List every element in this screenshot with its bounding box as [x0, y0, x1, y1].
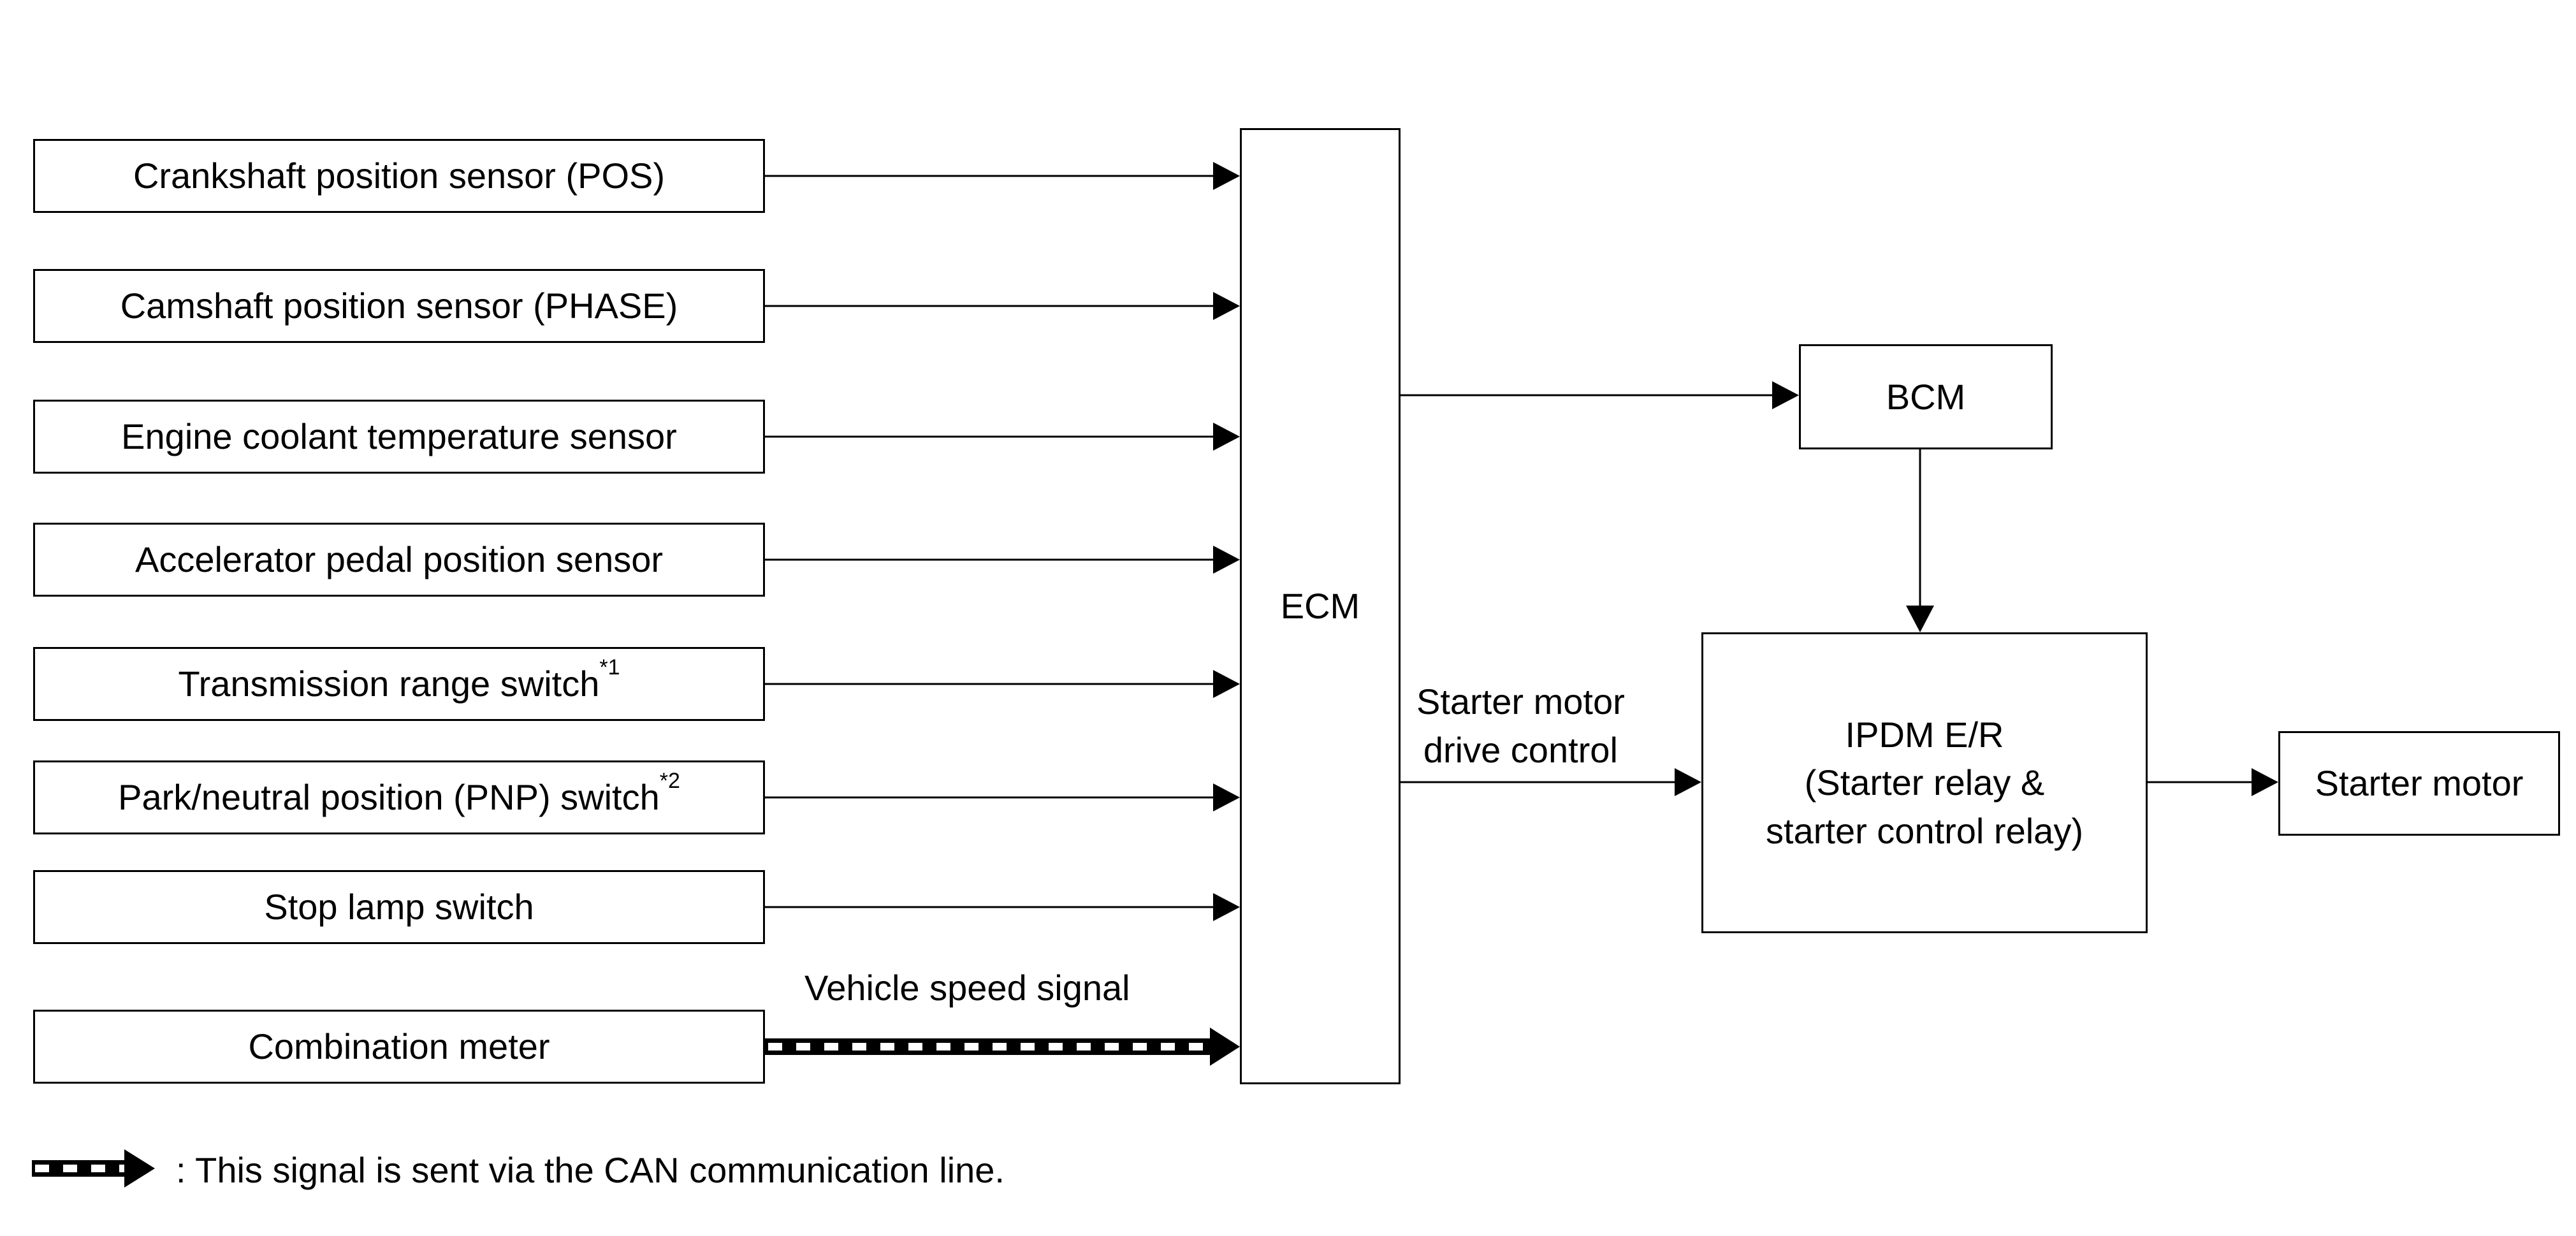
camshaft-position-sensor-label: Camshaft position sensor (PHASE) — [120, 286, 678, 326]
vehicle-speed-signal-label: Vehicle speed signal — [804, 968, 1130, 1008]
ipdm-er-line3: starter control relay) — [1766, 810, 2083, 851]
starter-drive-control-line2: drive control — [1423, 729, 1618, 770]
engine-coolant-temperature-sensor-label: Engine coolant temperature sensor — [121, 416, 677, 457]
input-arrowheads — [1213, 162, 1240, 921]
legend-can-symbol — [32, 1149, 155, 1188]
transmission-range-switch-box: Transmission range switch*1 — [33, 647, 765, 721]
wire-ecm-to-bcm — [1401, 381, 1799, 409]
arrow-accelerator — [1213, 546, 1240, 574]
footnote-2-marker: *2 — [659, 769, 680, 794]
ipdm-er-box: IPDM E/R (Starter relay & starter contro… — [1701, 632, 2148, 933]
ipdm-er-line2: (Starter relay & — [1804, 762, 2045, 803]
stop-lamp-switch-label: Stop lamp switch — [264, 887, 534, 927]
ipdm-er-title: IPDM E/R — [1845, 714, 2004, 755]
pnp-switch-box: Park/neutral position (PNP) switch*2 — [33, 760, 765, 834]
ecm-box: ECM — [1240, 128, 1401, 1084]
arrow-crankshaft — [1213, 162, 1240, 190]
crankshaft-position-sensor-box: Crankshaft position sensor (POS) — [33, 139, 765, 213]
engine-coolant-temperature-sensor-box: Engine coolant temperature sensor — [33, 400, 765, 474]
starter-motor-label: Starter motor — [2315, 763, 2524, 804]
crankshaft-position-sensor-label: Crankshaft position sensor (POS) — [133, 156, 666, 196]
accelerator-pedal-position-sensor-box: Accelerator pedal position sensor — [33, 523, 765, 597]
wire-ipdm-to-starter — [2148, 768, 2278, 796]
arrow-pnp — [1213, 783, 1240, 811]
combination-meter-box: Combination meter — [33, 1010, 765, 1084]
pnp-switch-label: Park/neutral position (PNP) switch*2 — [118, 769, 680, 818]
wire-ecm-to-ipdm — [1401, 768, 1701, 796]
bcm-label: BCM — [1886, 376, 1966, 417]
input-wires — [765, 175, 1214, 908]
combination-meter-label: Combination meter — [248, 1026, 550, 1067]
legend-text: : This signal is sent via the CAN commun… — [176, 1150, 1005, 1190]
starter-motor-box: Starter motor — [2278, 731, 2560, 836]
stop-lamp-switch-box: Stop lamp switch — [33, 870, 765, 944]
footnote-1-marker: *1 — [599, 655, 620, 680]
wire-bcm-to-ipdm — [1906, 449, 1934, 632]
can-line-vehicle-speed — [765, 1028, 1240, 1066]
accelerator-pedal-position-sensor-label: Accelerator pedal position sensor — [135, 539, 664, 580]
ecm-label: ECM — [1280, 586, 1360, 627]
arrow-stop-lamp — [1213, 893, 1240, 921]
starter-drive-control-line1: Starter motor — [1416, 681, 1625, 722]
bcm-box: BCM — [1799, 344, 2053, 449]
starter-drive-control-label: Starter motor drive control — [1416, 678, 1625, 774]
camshaft-position-sensor-box: Camshaft position sensor (PHASE) — [33, 269, 765, 343]
arrow-transmission — [1213, 670, 1240, 698]
transmission-range-switch-label: Transmission range switch*1 — [178, 655, 620, 704]
arrow-camshaft — [1213, 292, 1240, 320]
arrow-coolant — [1213, 423, 1240, 451]
